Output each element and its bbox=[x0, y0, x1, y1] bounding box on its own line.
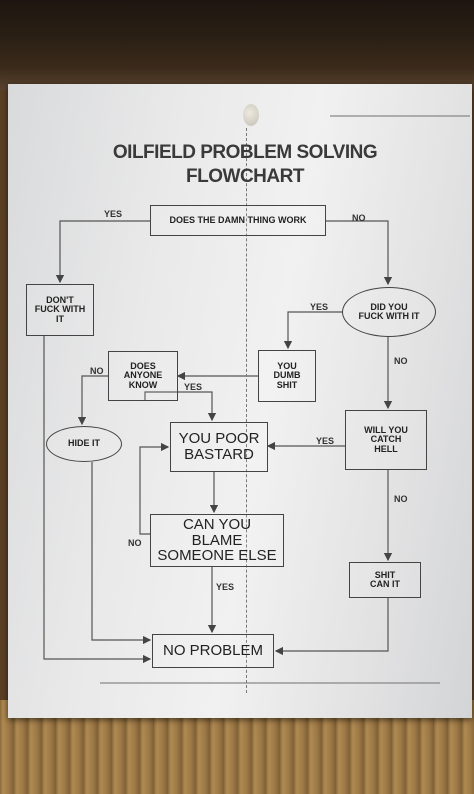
paper-sheet bbox=[8, 84, 472, 718]
edge-blame-no bbox=[139, 442, 170, 535]
edge-dont-to-noproblem bbox=[43, 336, 152, 664]
node-does-it-work: DOES THE DAMN THING WORK bbox=[150, 205, 326, 236]
label-work-yes: YES bbox=[104, 209, 123, 219]
node-poor-bastard: YOU POOR BASTARD bbox=[170, 422, 268, 472]
node-blame-someone: CAN YOU BLAME SOMEONE ELSE bbox=[150, 514, 284, 567]
paper-fold-line bbox=[246, 128, 247, 693]
edge-know-no bbox=[77, 375, 108, 426]
node-did-you-touch: DID YOU FUCK WITH IT bbox=[342, 287, 436, 337]
node-anyone-know: DOES ANYONE KNOW bbox=[108, 351, 178, 401]
edge-work-yes bbox=[55, 220, 150, 284]
edge-know-yes bbox=[144, 391, 217, 422]
label-blame-yes: YES bbox=[216, 582, 235, 592]
label-blame-no: NO bbox=[128, 538, 142, 548]
node-you-dumb: YOU DUMB SHIT bbox=[258, 350, 316, 402]
label-touch-yes: YES bbox=[310, 302, 329, 312]
label-hell-yes: YES bbox=[316, 436, 335, 446]
node-dont-touch: DON'T FUCK WITH IT bbox=[26, 284, 94, 336]
label-work-no: NO bbox=[352, 213, 366, 223]
node-no-problem: NO PROBLEM bbox=[152, 634, 274, 668]
edge-work-no bbox=[326, 220, 393, 286]
edge-touch-yes bbox=[283, 311, 343, 350]
node-shit-can: SHIT CAN IT bbox=[349, 562, 421, 598]
node-hide-it: HIDE IT bbox=[46, 426, 122, 462]
diagram-subtitle: FLOWCHART bbox=[186, 166, 304, 187]
pushpin-icon bbox=[243, 104, 259, 126]
diagram-title: OILFIELD PROBLEM SOLVING bbox=[112, 142, 378, 163]
label-touch-no: NO bbox=[394, 356, 408, 366]
edge-shitcan-to-noproblem bbox=[274, 598, 389, 656]
wall-background bbox=[0, 0, 474, 90]
node-catch-hell: WILL YOU CATCH HELL bbox=[345, 410, 427, 470]
edge-hide-to-noproblem bbox=[91, 462, 152, 645]
label-know-yes: YES bbox=[184, 382, 203, 392]
label-know-no: NO bbox=[90, 366, 104, 376]
label-hell-no: NO bbox=[394, 494, 408, 504]
